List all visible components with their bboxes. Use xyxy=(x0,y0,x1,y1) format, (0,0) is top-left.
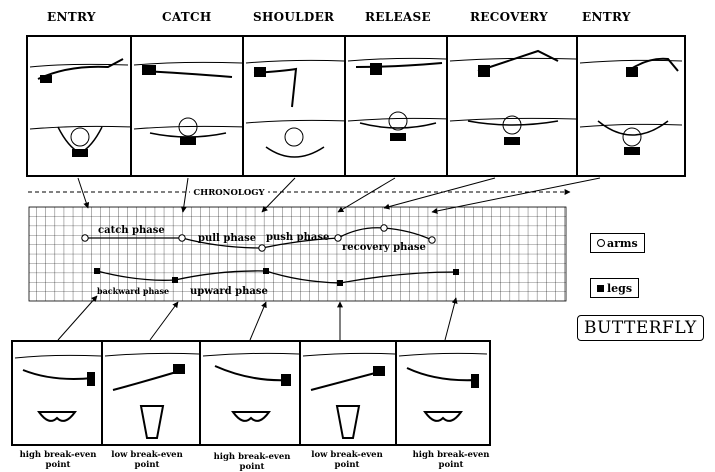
arms-marker xyxy=(381,225,387,231)
arms-marker xyxy=(259,245,265,251)
catch-phase-label: catch phase xyxy=(98,225,165,236)
backward-phase-label: backward phase xyxy=(97,286,169,296)
arms-marker xyxy=(429,237,435,243)
arms-marker xyxy=(82,235,88,241)
diagram-title: BUTTERFLY xyxy=(577,315,704,341)
arms-legend-marker xyxy=(597,239,605,247)
arms-marker xyxy=(179,235,185,241)
leg-caption-1: high break-even point xyxy=(15,450,101,470)
arms-marker xyxy=(335,235,341,241)
leg-frame-1 xyxy=(13,342,103,444)
legs-legend-marker xyxy=(597,285,604,292)
leg-caption-4: low break-even point xyxy=(304,450,390,470)
legs-marker xyxy=(337,280,343,286)
leg-frame-2 xyxy=(103,342,201,444)
legs-marker xyxy=(263,268,269,274)
chronology-label: CHRONOLOGY xyxy=(193,188,265,198)
leg-frame-4 xyxy=(301,342,397,444)
leg-caption-5: high break-even point xyxy=(406,450,496,470)
legend-arms: arms xyxy=(590,233,645,253)
pull-phase-label: pull phase xyxy=(198,233,256,244)
legend-legs: legs xyxy=(590,278,639,298)
leg-frame-3 xyxy=(201,342,301,444)
legs-marker xyxy=(172,277,178,283)
legs-marker xyxy=(94,268,100,274)
recovery-phase-label: recovery phase xyxy=(342,242,426,253)
leg-caption-2: low break-even point xyxy=(104,450,190,470)
leg-sequence-strip xyxy=(11,340,491,446)
leg-frame-5 xyxy=(397,342,489,444)
leg-caption-3: high break-even point xyxy=(208,452,296,472)
push-phase-label: push phase xyxy=(266,232,329,243)
upward-phase-label: upward phase xyxy=(190,286,268,297)
legs-marker xyxy=(453,269,459,275)
